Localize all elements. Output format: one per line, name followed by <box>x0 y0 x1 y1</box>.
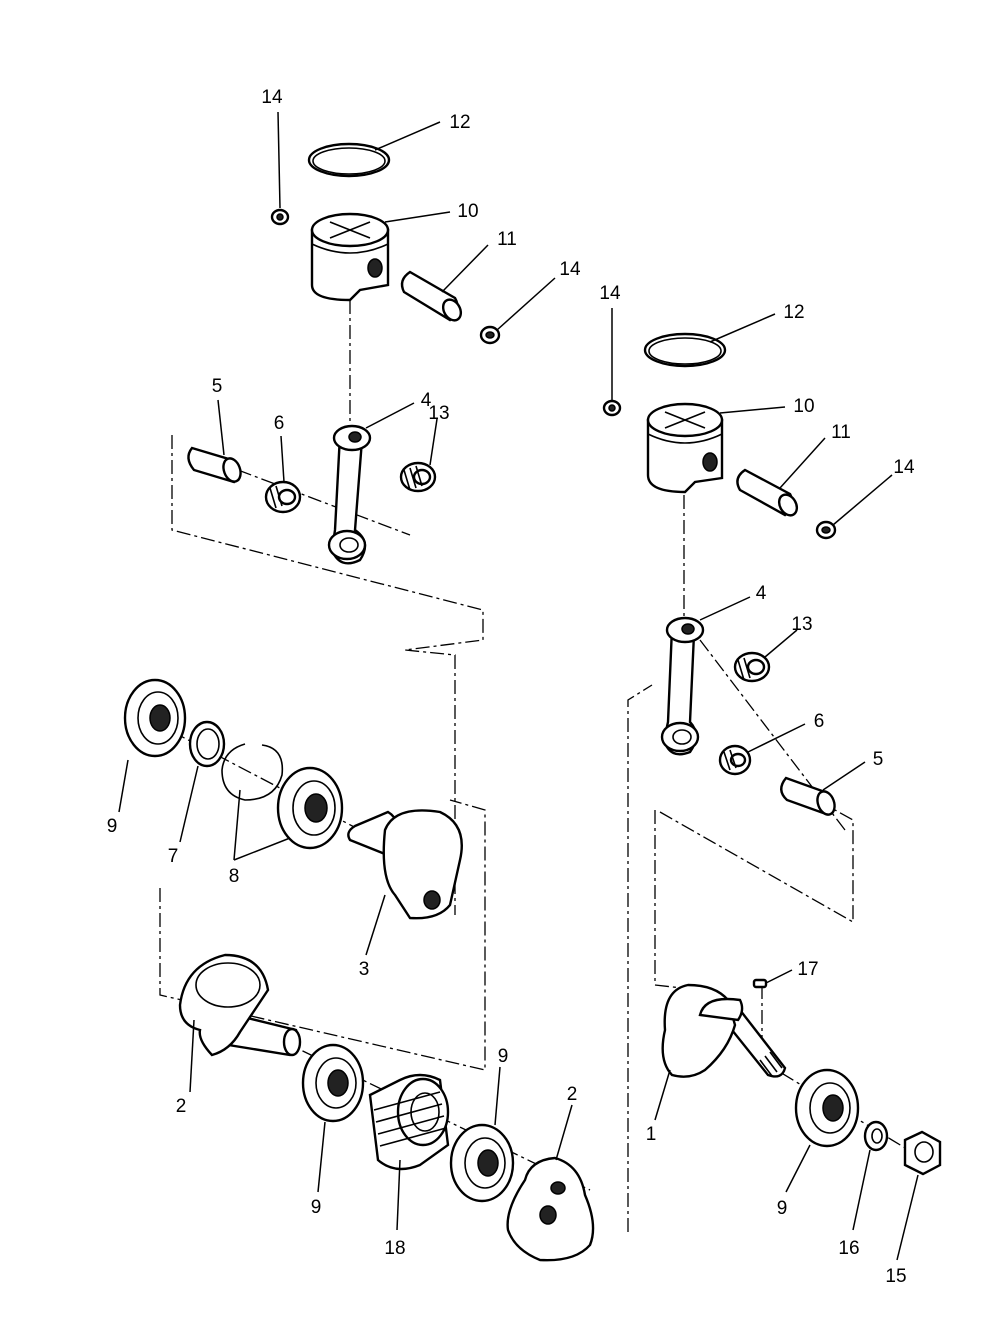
crankpin-left <box>187 446 242 484</box>
crank-half-3 <box>347 809 463 920</box>
main-bearing-lower-b <box>449 1123 515 1203</box>
callout-13: 13 <box>791 614 812 635</box>
washer <box>863 1120 889 1152</box>
callout-15: 15 <box>885 1266 906 1287</box>
needle-bearing-left-large <box>264 480 302 514</box>
crankpin-right <box>780 776 836 816</box>
callout-16: 16 <box>838 1238 859 1259</box>
callout-9: 9 <box>107 816 118 837</box>
callout-6: 6 <box>274 413 285 434</box>
callout-5: 5 <box>873 749 884 770</box>
piston-ring-right <box>643 332 727 368</box>
circlip-left-b <box>479 325 501 345</box>
callout-9: 9 <box>498 1046 509 1067</box>
shim-left <box>188 720 226 768</box>
needle-bearing-right-small <box>733 651 771 683</box>
crank-half-2-right <box>506 1156 595 1262</box>
callout-2: 2 <box>176 1096 187 1117</box>
needle-bearing-left-small <box>399 461 437 493</box>
callout-8: 8 <box>229 866 240 887</box>
connecting-rod-left <box>327 424 372 565</box>
piston-pin-right <box>736 468 799 517</box>
callout-4: 4 <box>756 583 767 604</box>
piston-pin-left <box>400 270 463 322</box>
callout-10: 10 <box>793 396 814 417</box>
crank-half-1 <box>661 983 787 1078</box>
callout-18: 18 <box>384 1238 405 1259</box>
callout-2: 2 <box>567 1084 578 1105</box>
callout-14: 14 <box>599 283 621 304</box>
callout-3: 3 <box>359 959 370 980</box>
callout-7: 7 <box>168 846 179 867</box>
main-bearing-left-inner <box>276 766 344 850</box>
callout-12: 12 <box>449 112 470 133</box>
callout-14: 14 <box>893 457 915 478</box>
callout-5: 5 <box>212 376 223 397</box>
callout-9: 9 <box>311 1197 322 1218</box>
callout-1: 1 <box>646 1124 657 1145</box>
piston-right <box>646 402 724 494</box>
callout-9: 9 <box>777 1198 788 1219</box>
woodruff-key <box>752 978 768 989</box>
piston-left <box>310 212 390 302</box>
callout-4: 4 <box>421 390 432 411</box>
circlip-right-b <box>815 520 837 540</box>
leader-lines <box>118 111 919 1261</box>
callout-17: 17 <box>797 959 818 980</box>
seal-labyrinth <box>368 1073 450 1171</box>
callout-12: 12 <box>783 302 804 323</box>
callout-14: 14 <box>559 259 581 280</box>
main-bearing-right <box>794 1068 860 1148</box>
needle-bearing-right-large <box>718 744 752 776</box>
main-bearing-lower-a <box>301 1043 365 1123</box>
circlip-right-a <box>602 399 622 417</box>
crank-half-2-left <box>178 953 302 1057</box>
snap-ring-left <box>221 743 284 801</box>
callout-numbers: 14 12 10 11 14 14 12 10 11 14 5 6 4 13 4… <box>107 87 915 1287</box>
circlip-left-a <box>270 208 290 226</box>
hex-nut <box>903 1130 942 1176</box>
callout-10: 10 <box>457 201 478 222</box>
callout-13: 13 <box>428 403 449 424</box>
piston-ring-left <box>307 142 391 178</box>
callout-11: 11 <box>831 422 851 443</box>
connecting-rod-right <box>660 616 705 756</box>
main-bearing-left-outer <box>123 678 187 758</box>
callout-14: 14 <box>261 87 283 108</box>
callout-11: 11 <box>497 229 517 250</box>
callout-6: 6 <box>814 711 825 732</box>
